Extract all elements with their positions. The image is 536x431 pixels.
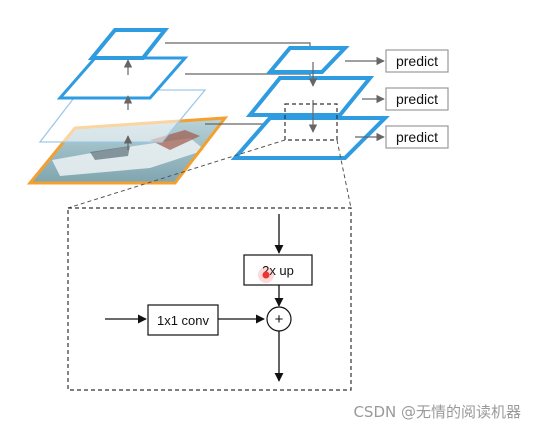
- conv-label: 1x1 conv: [157, 313, 210, 328]
- predict-box: [385, 125, 449, 149]
- zoom-guide-line: [336, 139, 352, 209]
- predict-label: predict: [396, 91, 438, 107]
- watermark-text: CSDN @无情的阅读机器: [353, 403, 521, 421]
- feature-level-light: [38, 89, 207, 143]
- predict-label: predict: [396, 53, 438, 69]
- detail-frame: [67, 207, 352, 391]
- bottom-up-pathway: [26, 28, 229, 185]
- predict-box: [385, 49, 449, 73]
- zoom-guide-line: [67, 139, 286, 209]
- top-down-level-2: [245, 76, 375, 117]
- top-down-pathway: [230, 46, 390, 160]
- top-down-level-3: [230, 116, 390, 160]
- cursor-dot: [262, 271, 270, 279]
- conv-box: [147, 304, 219, 336]
- upsample-box: [243, 254, 313, 286]
- predictions: predict predict predict: [345, 49, 449, 149]
- merge-detail-panel: 2x up 1x1 conv +: [67, 207, 352, 391]
- feature-level-2: [56, 56, 189, 100]
- feature-level-1: [87, 28, 170, 60]
- top-down-level-1: [265, 46, 350, 74]
- zoom-region: [284, 103, 338, 141]
- predict-box: [385, 87, 449, 111]
- predict-label: predict: [396, 129, 438, 145]
- sum-symbol: +: [275, 311, 284, 328]
- upsample-label: 2x up: [262, 263, 294, 278]
